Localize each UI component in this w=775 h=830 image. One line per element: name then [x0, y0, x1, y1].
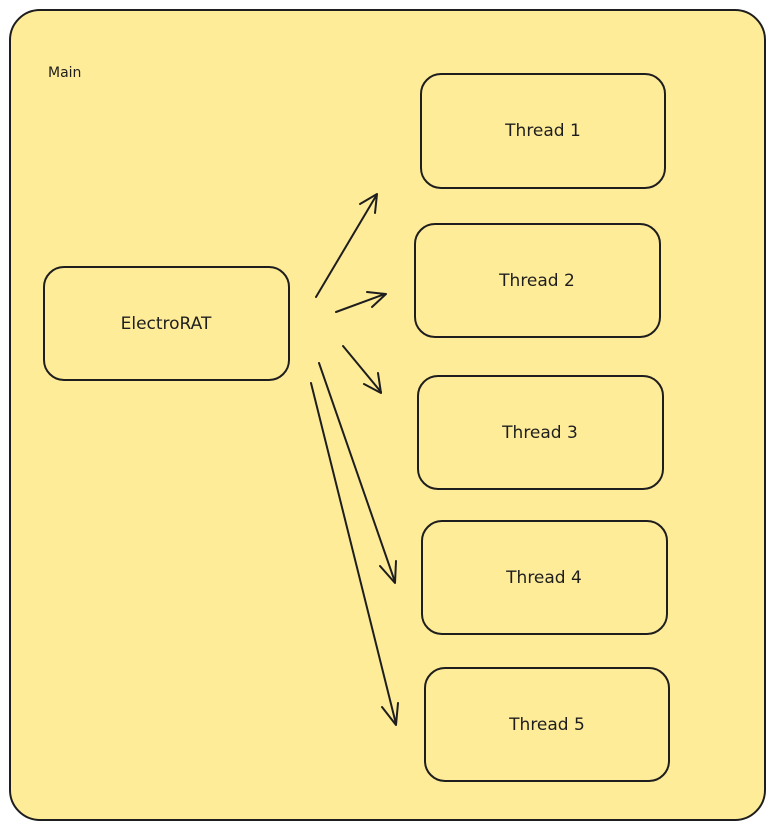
arrow-head: [379, 560, 397, 584]
thread-box: [421, 520, 668, 635]
thread-node-1[interactable]: Thread 1: [420, 73, 666, 189]
thread-box: [414, 223, 661, 338]
thread-label: Thread 5: [508, 715, 585, 735]
thread-node-3[interactable]: Thread 3: [417, 375, 664, 490]
thread-node-2[interactable]: Thread 2: [414, 223, 661, 338]
arrow-to-thread-2[interactable]: [335, 291, 387, 313]
arrow-head: [381, 702, 399, 726]
arrow-head: [363, 372, 382, 394]
thread-label: Thread 4: [505, 568, 582, 588]
thread-label: Thread 2: [498, 271, 575, 291]
arrow-shaft: [318, 362, 396, 583]
thread-label: Thread 1: [504, 121, 581, 141]
thread-box: [424, 667, 670, 782]
arrow-head: [359, 193, 378, 214]
main-container-label: Main: [48, 65, 81, 81]
electrorat-node[interactable]: ElectroRAT: [43, 266, 290, 381]
arrow-head: [366, 291, 387, 308]
electrorat-label: ElectroRAT: [121, 314, 212, 334]
arrow-to-thread-1[interactable]: [315, 193, 378, 298]
thread-box: [420, 73, 666, 189]
arrow-to-thread-5[interactable]: [310, 382, 399, 726]
thread-node-4[interactable]: Thread 4: [421, 520, 668, 635]
thread-node-5[interactable]: Thread 5: [424, 667, 670, 782]
arrow-shaft: [342, 345, 382, 393]
electrorat-box: [43, 266, 290, 381]
thread-label: Thread 3: [501, 423, 578, 443]
arrow-shaft: [315, 195, 377, 298]
arrow-shaft: [310, 382, 397, 725]
arrow-shaft: [335, 293, 386, 313]
arrow-to-thread-4[interactable]: [318, 362, 397, 584]
thread-box: [417, 375, 664, 490]
arrow-to-thread-3[interactable]: [342, 345, 382, 394]
